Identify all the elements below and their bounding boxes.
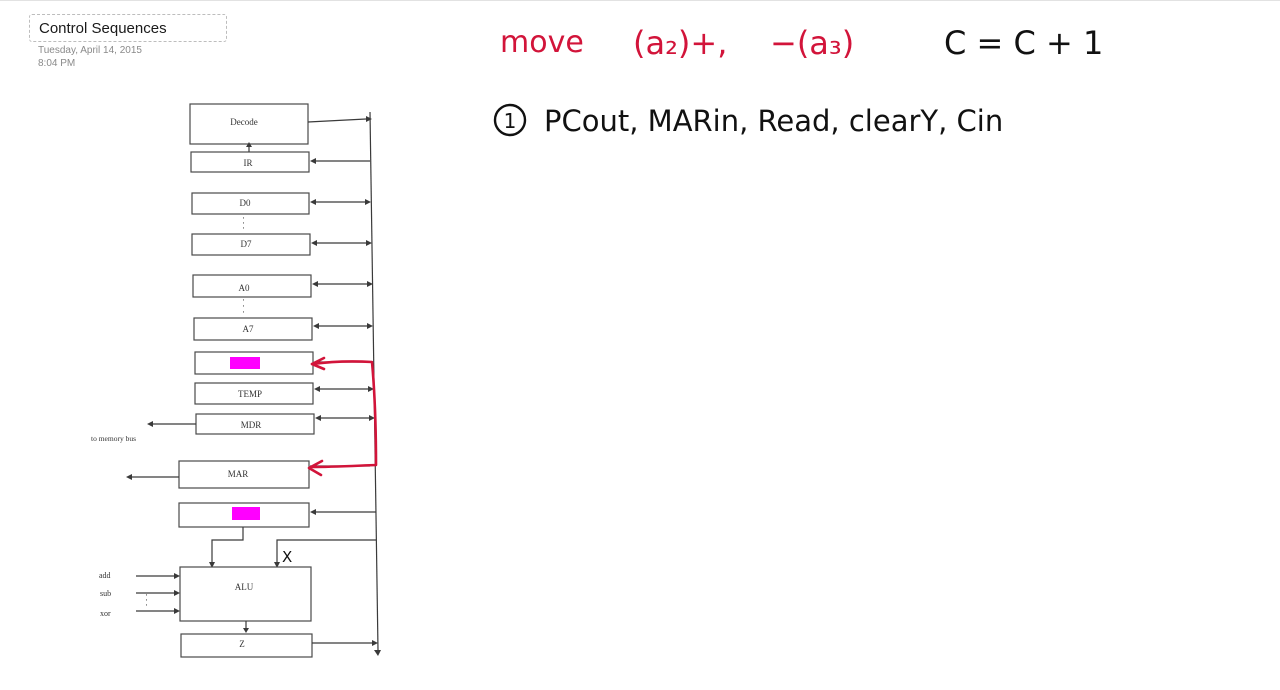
ink-arrowhead	[307, 459, 324, 477]
ellipsis-dot: ·	[145, 590, 148, 600]
arrowhead	[367, 281, 373, 287]
alu-op-sub: sub	[100, 589, 111, 598]
step-number: 1	[504, 109, 517, 133]
datapath-diagram: Decode IR D0 · · · D7 A0 · · ·	[91, 103, 381, 658]
ir-box	[190, 151, 310, 173]
d7-label: D7	[241, 239, 252, 249]
arrowhead	[312, 281, 318, 287]
ellipsis-dot: ·	[145, 600, 148, 610]
arrowhead	[313, 323, 319, 329]
ellipsis-dot: ·	[242, 213, 245, 223]
mar-label: MAR	[228, 469, 249, 479]
ellipsis-dot: ·	[242, 295, 245, 305]
z-box	[180, 633, 313, 658]
d0-box	[191, 192, 310, 215]
ellipsis-dot: ·	[242, 301, 245, 311]
instruction-word: move	[500, 25, 584, 60]
memory-bus-label: to memory bus	[91, 434, 136, 443]
arrowhead	[310, 199, 316, 205]
ellipsis-dot: ·	[242, 307, 245, 317]
alu-box	[179, 566, 312, 622]
mar-box	[178, 460, 310, 489]
bus-arrowhead	[374, 650, 381, 656]
decode-bus-wire	[307, 118, 367, 123]
arrowhead	[367, 323, 373, 329]
arrowhead	[147, 421, 153, 427]
arrowhead	[310, 509, 316, 515]
counter-expression: C = C + 1	[944, 24, 1103, 62]
a0-box	[192, 274, 312, 298]
alu-label: ALU	[235, 582, 254, 592]
arrowhead	[366, 240, 372, 246]
ink-annotations: X move (a₂)+, −(a₃) C = C + 1 1 PCout, M…	[282, 24, 1103, 566]
ellipsis-dot: ·	[145, 595, 148, 605]
pc-to-mar-ink-path	[310, 360, 378, 469]
a7-box	[193, 317, 313, 341]
page-title[interactable]: Control Sequences	[39, 20, 167, 37]
step-number-circle	[493, 103, 527, 137]
ink-arrowhead	[310, 356, 326, 371]
arrowhead	[174, 590, 180, 596]
operand-src: (a₂)+,	[633, 24, 727, 62]
d7-box	[191, 233, 311, 256]
arrowhead	[310, 158, 316, 164]
arrowhead	[315, 415, 321, 421]
arrowhead	[274, 562, 280, 568]
mdr-label: MDR	[241, 420, 262, 430]
page-time: 8:04 PM	[38, 58, 76, 69]
y-highlight	[232, 507, 260, 520]
decode-box	[189, 103, 309, 145]
x-mark: X	[282, 548, 292, 566]
arrowhead	[174, 573, 180, 579]
a7-label: A7	[243, 324, 254, 334]
bus-alu-wire	[276, 539, 376, 562]
arrowhead	[368, 386, 374, 392]
arrowhead	[365, 199, 371, 205]
page-title-box[interactable]: Control Sequences	[29, 14, 227, 42]
arrowhead	[246, 142, 252, 147]
arrowhead	[126, 474, 132, 480]
top-border	[0, 0, 1280, 1]
arrowhead	[366, 116, 372, 122]
pc-highlight	[230, 357, 260, 369]
temp-box	[194, 382, 314, 405]
arrowhead	[174, 608, 180, 614]
arrowhead	[243, 628, 249, 633]
step-1-text: PCout, MARin, Read, clearY, Cin	[544, 104, 1003, 138]
arrowhead	[369, 415, 375, 421]
d0-label: D0	[240, 198, 251, 208]
y-alu-wire	[211, 527, 244, 562]
page-date: Tuesday, April 14, 2015	[38, 45, 142, 56]
decode-label: Decode	[230, 117, 257, 127]
temp-label: TEMP	[238, 389, 262, 399]
alu-op-xor: xor	[100, 609, 111, 618]
arrowhead	[311, 240, 317, 246]
ellipsis-dot: ·	[242, 218, 245, 228]
a0-label: A0	[239, 283, 250, 293]
arrowhead	[209, 562, 215, 568]
alu-op-add: add	[99, 571, 111, 580]
arrowhead	[372, 640, 378, 646]
operand-dst: −(a₃)	[770, 24, 854, 62]
z-label: Z	[239, 639, 245, 649]
ir-label: IR	[244, 158, 253, 168]
ellipsis-dot: ·	[242, 223, 245, 233]
arrowhead	[314, 386, 320, 392]
